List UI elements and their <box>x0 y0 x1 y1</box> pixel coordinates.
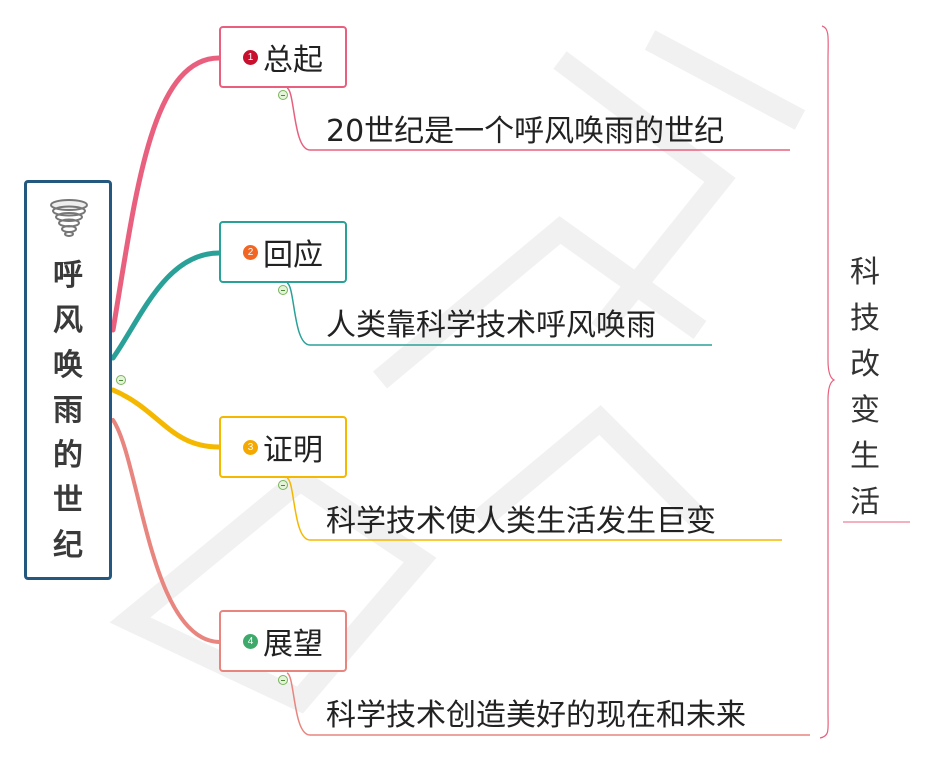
branch-label: 总起 <box>263 43 323 78</box>
root-title-char: 的 <box>53 438 83 473</box>
leaf-topic-3[interactable]: 科学技术使人类生活发生巨变 <box>326 504 716 539</box>
root-title-char: 纪 <box>53 528 83 563</box>
branch-label: 回应 <box>263 238 323 273</box>
summary-char: 技 <box>850 301 880 336</box>
collapse-minus-icon[interactable] <box>278 480 288 490</box>
branch-label: 展望 <box>263 627 323 662</box>
summary-char: 变 <box>850 393 880 428</box>
root-title-char: 唤 <box>53 348 83 383</box>
priority-3-icon: 3 <box>243 439 258 455</box>
root-title-char: 世 <box>53 483 83 518</box>
collapse-minus-icon[interactable] <box>278 675 288 685</box>
collapse-minus-icon[interactable] <box>278 90 288 100</box>
branch-topic-2[interactable]: 2 回应 <box>219 221 347 283</box>
leaf-topic-1[interactable]: 20世纪是一个呼风唤雨的世纪 <box>326 114 725 149</box>
tornado-icon <box>50 199 88 237</box>
collapse-minus-icon[interactable] <box>278 285 288 295</box>
leaf-topic-2[interactable]: 人类靠科学技术呼风唤雨 <box>326 308 656 343</box>
collapse-minus-icon[interactable] <box>116 375 126 385</box>
priority-1-icon: 1 <box>243 49 258 65</box>
priority-4-icon: 4 <box>243 633 258 649</box>
root-topic[interactable]: 呼 风 唤 雨 的 世 纪 <box>24 180 112 580</box>
summary-topic[interactable]: 科 技 改 变 生 活 <box>845 250 885 526</box>
summary-char: 改 <box>850 347 880 382</box>
root-title-char: 雨 <box>53 393 83 428</box>
priority-2-icon: 2 <box>243 244 258 260</box>
summary-char: 生 <box>850 439 880 474</box>
leaf-topic-4[interactable]: 科学技术创造美好的现在和未来 <box>326 698 746 733</box>
branch-topic-3[interactable]: 3 证明 <box>219 416 347 478</box>
root-title-char: 风 <box>53 303 83 338</box>
branch-label: 证明 <box>263 433 323 468</box>
summary-char: 活 <box>850 485 880 520</box>
root-title-char: 呼 <box>53 258 83 293</box>
summary-char: 科 <box>850 255 880 290</box>
root-title: 呼 风 唤 雨 的 世 纪 <box>27 253 109 568</box>
branch-topic-1[interactable]: 1 总起 <box>219 26 347 88</box>
branch-topic-4[interactable]: 4 展望 <box>219 610 347 672</box>
